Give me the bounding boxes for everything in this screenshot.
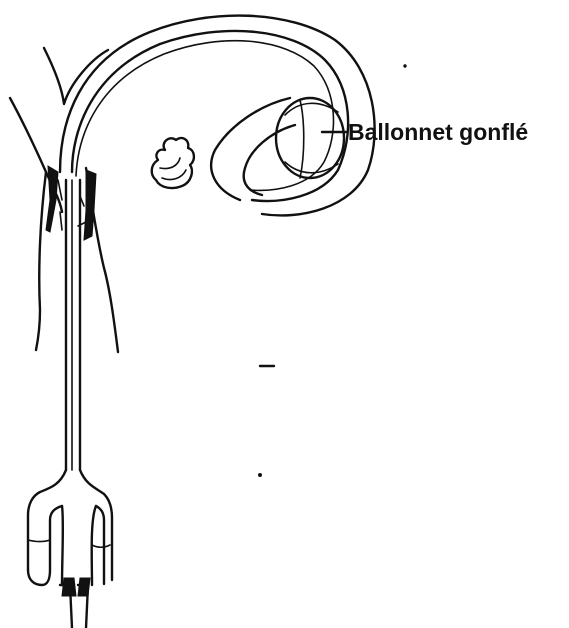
annotation-label: Ballonnet gonflé (348, 119, 528, 145)
tissue-structure (152, 138, 194, 188)
neck-outline (10, 48, 118, 352)
neck-cuff (46, 166, 96, 240)
inflated-balloon (276, 98, 344, 178)
catheter-tube (28, 16, 375, 628)
